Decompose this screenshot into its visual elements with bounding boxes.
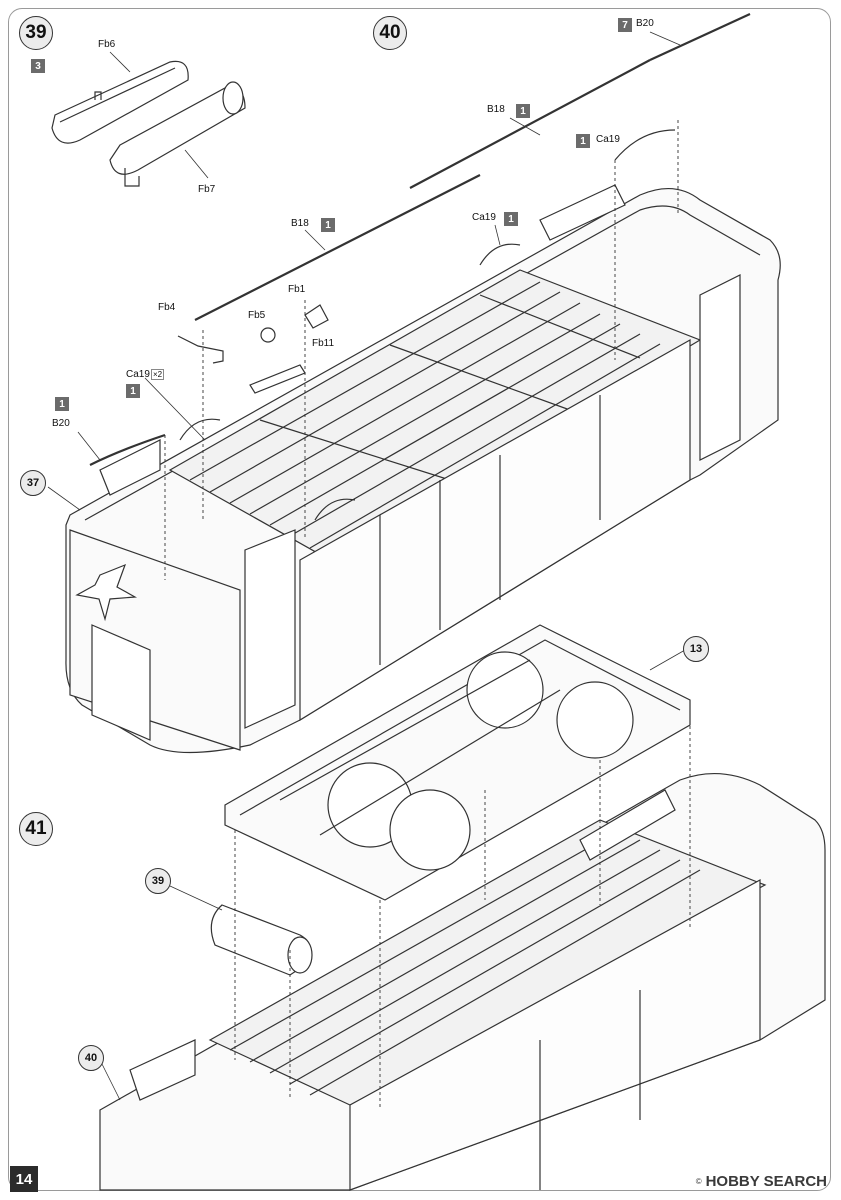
label-b18-upper: B18: [487, 104, 505, 115]
qty-ca19-lower: 1: [126, 384, 140, 398]
page-border: [8, 8, 831, 1191]
page-number: 14: [10, 1166, 38, 1192]
callout-39: 39: [145, 868, 171, 894]
watermark: © HOBBY SEARCH: [696, 1173, 827, 1190]
ca19-multiplier: ×2: [151, 369, 165, 380]
qty-fb6: 3: [31, 59, 45, 73]
qty-ca19-mid: 1: [504, 212, 518, 226]
label-ca19-upper: Ca19: [596, 134, 620, 145]
callout-40: 40: [78, 1045, 104, 1071]
tank-fb6: [51, 60, 189, 144]
label-fb6: Fb6: [98, 39, 116, 50]
qty-b18-lower: 1: [321, 218, 335, 232]
callout-37: 37: [20, 470, 46, 496]
label-fb4: Fb4: [158, 302, 176, 313]
tram-body-lower: [99, 773, 826, 1191]
label-ca19-mid: Ca19: [472, 212, 496, 223]
callout-13: 13: [683, 636, 709, 662]
step-39-number: 39: [19, 16, 53, 50]
guide-lines: [164, 120, 691, 1110]
qty-b18-upper: 1: [516, 104, 530, 118]
leaders: [47, 31, 686, 1101]
tram-body-upper: [65, 129, 781, 754]
label-fb11: Fb11: [312, 338, 335, 349]
step-41-number: 41: [19, 812, 53, 846]
step-40-number: 40: [373, 16, 407, 50]
label-fb7: Fb7: [198, 184, 216, 195]
chassis: [224, 624, 691, 901]
label-ca19-lower: Ca19: [126, 369, 150, 380]
watermark-mark: ©: [695, 1177, 702, 1186]
qty-ca19-upper: 1: [576, 134, 590, 148]
watermark-brand: HOBBY SEARCH: [705, 1173, 827, 1190]
label-fb1: Fb1: [288, 284, 306, 295]
label-b20-lower: B20: [52, 418, 70, 429]
label-b18-lower: B18: [291, 218, 309, 229]
cables: [89, 13, 751, 466]
tank-fb7: [109, 81, 246, 187]
qty-b20-lower: 1: [55, 397, 69, 411]
qty-b20-top: 7: [618, 18, 632, 32]
label-b20-top: B20: [636, 18, 654, 29]
label-fb5: Fb5: [248, 310, 266, 321]
